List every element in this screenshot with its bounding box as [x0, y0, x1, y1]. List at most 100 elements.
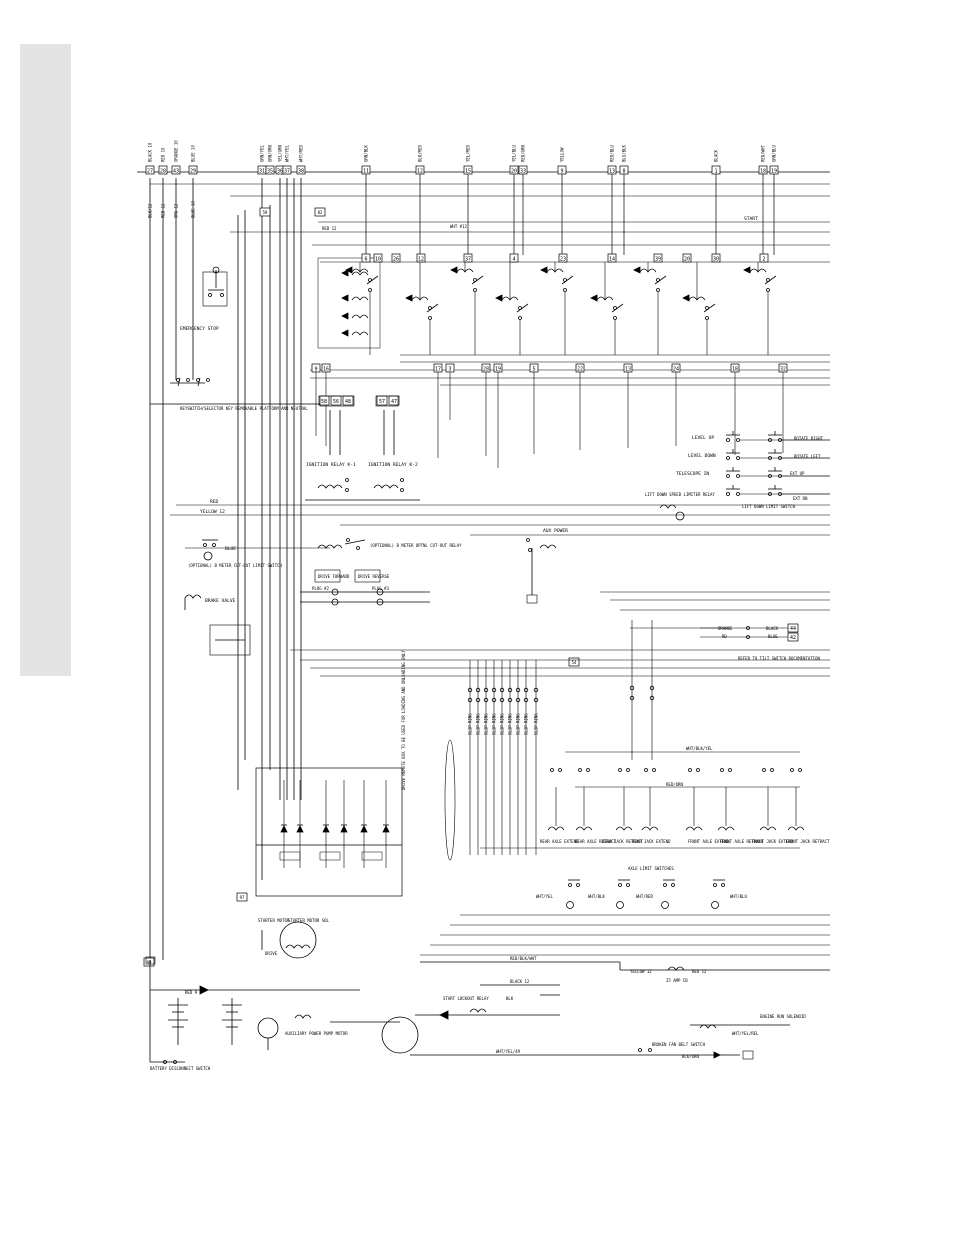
upper-relay-block: [230, 221, 830, 386]
top-wire-color: GRN/ORN: [268, 145, 273, 162]
top-wire-color: BLACK: [714, 149, 719, 162]
limit-contact: [663, 883, 667, 887]
top-connector-box: [158, 165, 168, 175]
limit-actuator: [711, 901, 719, 909]
solenoid-coil: [759, 826, 777, 831]
switch-body: [319, 851, 341, 861]
relay-arm: [611, 303, 624, 313]
slip-ring-contact: [523, 697, 529, 703]
connector-number: 42: [790, 635, 796, 641]
top-connector-box: [145, 165, 155, 175]
connector-number: 23: [560, 257, 566, 263]
connector-box: [463, 253, 473, 263]
slip-ring-contact: [475, 687, 481, 693]
top-wire-color: BLACK 10: [148, 142, 153, 162]
switch-contact: [652, 768, 656, 772]
limit-actuator: [661, 901, 669, 909]
switch-contact: [768, 492, 772, 496]
connector-number: 28: [483, 367, 489, 373]
relay-coil: [351, 331, 369, 336]
axle-limit-switches: [566, 879, 725, 909]
connector-number: 14: [609, 257, 615, 263]
top-wire-color: RED 10: [161, 147, 166, 162]
switch-contact: [778, 474, 782, 478]
top-connector-number: 9: [560, 169, 563, 175]
top-connector-box: [171, 165, 181, 175]
drive-remote-note: DRIVE REMOTE BOX TO BE USED FOR LOADING …: [401, 650, 406, 790]
switch-contact: [618, 768, 622, 772]
relay-arm: [703, 303, 716, 313]
switch-contact: [768, 456, 772, 460]
slip-ring-contact: [467, 697, 473, 703]
connector-number: 82: [318, 210, 323, 215]
slip-ring-contact: [507, 697, 513, 703]
relay-contact: [518, 316, 522, 320]
relay-coil: [351, 296, 369, 301]
switch-contact: [728, 768, 732, 772]
switch-contact: [688, 768, 692, 772]
lower-left-relay: [209, 624, 251, 656]
aux-power-relay: [526, 538, 557, 604]
emergency-stop-switch: [202, 266, 228, 307]
relay-contact: [656, 288, 660, 292]
top-connector-number: 11: [363, 169, 369, 175]
top-connector-number: 38: [298, 169, 304, 175]
connector-number: 19: [495, 367, 501, 373]
connector-number: 18: [732, 367, 738, 373]
connector-number: 3: [448, 367, 451, 373]
connector-number: 2: [762, 257, 765, 263]
top-connector-number: 35: [267, 169, 273, 175]
switch-contact: [778, 438, 782, 442]
connector-number: 97: [240, 895, 245, 900]
limit-contact: [671, 883, 675, 887]
starter-motor: [261, 921, 317, 959]
solenoid-coil: [575, 826, 593, 831]
connector-number: 5: [532, 367, 535, 373]
alternator: [330, 1016, 419, 1054]
slip-ring-contact: [523, 687, 529, 693]
switch-contact: [726, 438, 730, 442]
top-wire-color: GRN/BLU: [772, 145, 777, 162]
top-connector-box: [265, 165, 275, 175]
connector-number: 99: [147, 960, 152, 965]
slip-ring-contact: [483, 697, 489, 703]
slip-ring-label: SLIP RING: [492, 713, 497, 735]
slip-ring-label: SLIP RING: [468, 713, 473, 735]
limit-actuator: [566, 901, 574, 909]
connector-box: [558, 253, 568, 263]
top-wire-color: ORANGE 10: [174, 140, 179, 162]
slip-ring-contact: [467, 687, 473, 693]
connector-number: 13: [625, 367, 631, 373]
connector-box: [361, 253, 371, 263]
top-connector-box: [296, 165, 306, 175]
connector-box: [509, 253, 519, 263]
connector-number: 4: [512, 257, 515, 263]
relay-arm: [516, 303, 529, 313]
connector-number: 30: [713, 257, 719, 263]
top-connector-number: 28: [160, 169, 166, 175]
connector-box: [314, 207, 326, 217]
connector-number: 12: [418, 257, 424, 263]
slip-ring-contact: [629, 695, 635, 701]
connector-number: 17: [435, 367, 441, 373]
switch-contact: [770, 768, 774, 772]
connector-number: 59: [263, 210, 268, 215]
top-wire-color: GRN/YEL: [260, 145, 265, 162]
connector-box: [373, 253, 383, 263]
connector-box: [607, 253, 617, 263]
relay-contact: [428, 316, 432, 320]
slip-ring-contact: [491, 687, 497, 693]
axle-solenoids: [547, 768, 805, 831]
switch-contact: [736, 456, 740, 460]
connector-box: [236, 892, 248, 902]
slip-ring-contact: [629, 685, 635, 691]
switch-contact: [736, 438, 740, 442]
connector-box: [711, 253, 721, 263]
solenoid-coil: [685, 826, 703, 831]
connector-number: 39: [655, 257, 661, 263]
slip-ring-contact: [483, 687, 489, 693]
top-wire-color: RED/BLU: [610, 145, 615, 162]
slip-ring-label: SLIP RING: [500, 713, 505, 735]
